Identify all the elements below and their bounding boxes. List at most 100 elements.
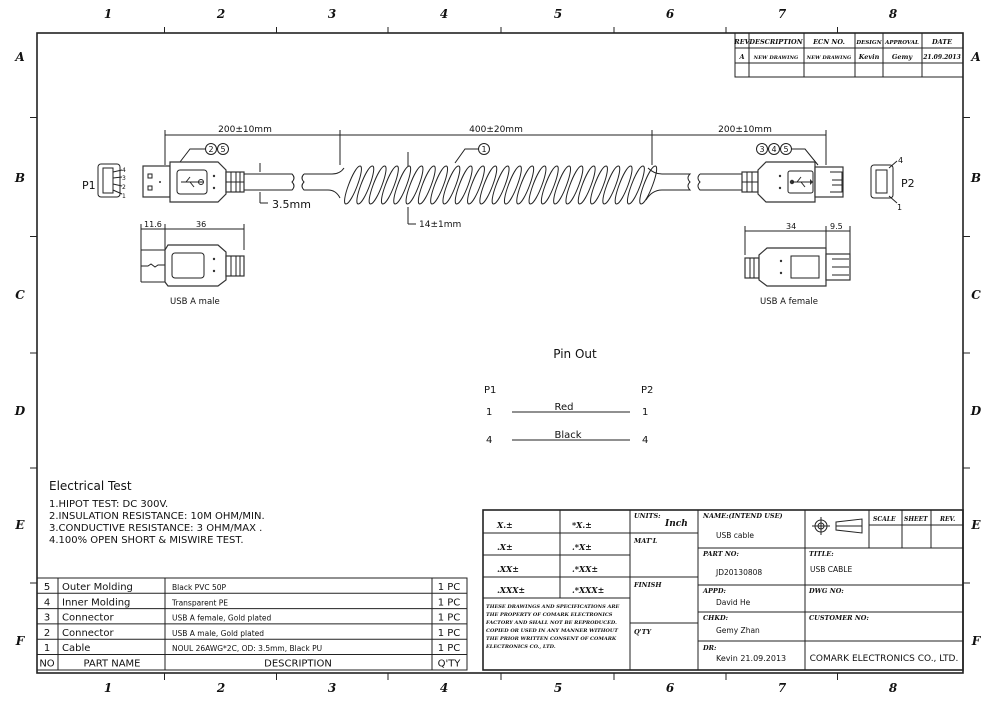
zone-column-label: 8: [889, 7, 898, 21]
approval-value: Gemy: [892, 53, 914, 61]
bom-cell: Black PVC 50P: [172, 583, 226, 592]
electrical-test-title: Electrical Test: [49, 479, 132, 493]
p1-label: P1: [82, 179, 96, 192]
chkd-label: CHKD:: [703, 614, 729, 622]
bom-cell: 5: [44, 582, 50, 593]
notice-line: ELECTRONICS CO., LTD.: [485, 644, 556, 650]
usb-logo-icon: [181, 176, 204, 188]
balloon: 5: [783, 145, 788, 154]
balloons: 2 5 1 3 4 5: [179, 143, 819, 166]
dr-value: Kevin 21.09.2013: [716, 654, 786, 663]
zone-row-label: B: [14, 171, 25, 185]
p2-label: P2: [901, 177, 915, 190]
coil-loop: [442, 165, 461, 205]
dim-cable-od: 3.5mm: [272, 198, 311, 211]
bom-cell: Inner Molding: [62, 597, 130, 608]
chkd-value: Gemy Zhan: [716, 626, 760, 635]
male-dim: 11.6: [144, 220, 162, 229]
tolerance: *X.±: [572, 520, 592, 530]
pin: 1: [642, 407, 648, 418]
coil-loop: [454, 165, 473, 205]
coil-loop: [540, 165, 559, 205]
bom-header: PART NAME: [83, 659, 140, 670]
balloon: 2: [208, 145, 213, 154]
zone-column-label: 1: [104, 681, 112, 695]
zone-column-label: 4: [440, 7, 448, 21]
zone-column-label: 6: [666, 681, 675, 695]
zone-column-label: 2: [216, 7, 225, 21]
bom-header: NO: [39, 659, 54, 670]
description-value: NEW DRAWING: [753, 55, 799, 61]
zone-column-label: 5: [554, 681, 562, 695]
bom-cell: 2: [44, 628, 50, 639]
balloon: 1: [481, 145, 486, 154]
bom-cell: 1 PC: [438, 613, 461, 624]
dim-coil: 14±1mm: [419, 220, 461, 230]
tolerance: .X±: [497, 542, 513, 552]
coiled-cable: [344, 165, 658, 205]
ecn-value: NEW DRAWING: [806, 55, 852, 61]
bom-header: Q'TY: [438, 659, 462, 670]
finish-label: FINISH: [633, 581, 662, 589]
coil-loop: [528, 165, 547, 205]
pin: 4: [486, 435, 492, 446]
coil-loop: [344, 165, 362, 205]
date-value: 21.09.2013: [922, 54, 961, 61]
usb-female-side-view: 34 9.5 USB A female: [744, 222, 851, 307]
balloon: 3: [759, 145, 764, 154]
notice-line: COPIED OR USED IN ANY MANNER WITHOUT: [486, 628, 619, 634]
bom-cell: Connector: [62, 628, 114, 639]
sheet-label: SHEET: [904, 516, 928, 523]
approval-header: APPROVAL: [884, 40, 919, 46]
female-dim: 34: [786, 222, 796, 231]
zone-column-label: 3: [328, 7, 336, 21]
ecn-header: ECN NO.: [812, 38, 845, 46]
usb-male-side-view: 11.6 36 USB A male: [140, 220, 245, 307]
zone-row-label: B: [970, 171, 981, 185]
notice-line: THE PROPERTY OF COMARK ELECTRONICS: [486, 612, 613, 618]
bom-header: DESCRIPTION: [264, 659, 332, 670]
design-value: Kevin: [858, 53, 880, 61]
balloon: 5: [220, 145, 225, 154]
coil-loop: [417, 165, 436, 205]
zone-column-label: 3: [328, 681, 336, 695]
pinout-p2-header: P2: [641, 385, 653, 396]
zone-row-label: F: [15, 634, 26, 648]
coil-loop: [590, 165, 608, 205]
balloon: 4: [771, 145, 776, 154]
pin-number: 1: [897, 203, 902, 212]
coil-loop: [577, 165, 596, 205]
bom-cell: Transparent PE: [171, 598, 228, 607]
tolerance: .XXX±: [497, 585, 525, 595]
qty-label: Q'TY: [634, 628, 652, 636]
zone-column-label: 4: [440, 681, 448, 695]
zone-row-label: C: [15, 288, 25, 302]
bom-cell: Outer Molding: [62, 582, 133, 593]
dwg-no-label: DWG NO:: [808, 587, 844, 595]
part-no-label: PART NO:: [702, 550, 739, 558]
bom-cell: 1 PC: [438, 643, 461, 654]
revision-table: REV DESCRIPTION ECN NO. DESIGN APPROVAL …: [733, 32, 964, 78]
coil-loop: [627, 165, 645, 205]
bom-cell: 1: [44, 643, 50, 654]
zone-column-label: 1: [104, 7, 112, 21]
zone-row-label: E: [14, 518, 25, 532]
zone-row-label: A: [14, 50, 24, 64]
coil-loop: [565, 165, 584, 205]
pinout-table: Pin Out P1 P2 1 Red 1 4 Black 4: [484, 347, 653, 446]
bom-cell: 3: [44, 613, 50, 624]
tolerance: .XX±: [497, 564, 519, 574]
coil-loop: [430, 165, 448, 205]
bom-cell: Cable: [62, 643, 90, 654]
female-caption: USB A female: [760, 297, 818, 307]
description-header: DESCRIPTION: [748, 38, 803, 46]
wire-color: Red: [555, 402, 574, 413]
design-header: DESIGN: [855, 40, 882, 46]
name-label: NAME:(INTEND USE): [702, 512, 783, 520]
usb-logo-icon: [789, 176, 813, 188]
zone-column-label: 7: [778, 681, 787, 695]
pin-number: 3: [122, 175, 126, 182]
coil-loop: [614, 165, 633, 205]
electrical-test-notes: Electrical Test 1.HIPOT TEST: DC 300V. 2…: [49, 479, 265, 546]
